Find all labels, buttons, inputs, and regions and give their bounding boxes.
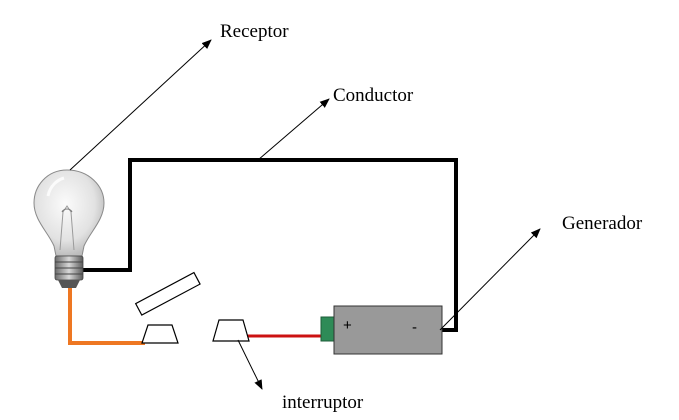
conductor-arrow [257,98,330,161]
conductor-wire [83,158,458,332]
receptor-arrow [69,39,212,171]
battery-icon: + - [320,305,443,355]
battery-plus-sign: + [343,317,352,334]
receptor-label: Receptor [220,21,289,42]
switch-wire [68,288,145,345]
light-bulb-icon [33,169,105,288]
generador-label: Generador [562,213,643,234]
interruptor-arrow [237,339,263,390]
generador-arrow [439,228,541,331]
conductor-label: Conductor [333,85,414,106]
interruptor-label: interruptor [282,392,364,413]
switch-icon [134,271,250,344]
battery-minus-sign: - [412,319,417,336]
